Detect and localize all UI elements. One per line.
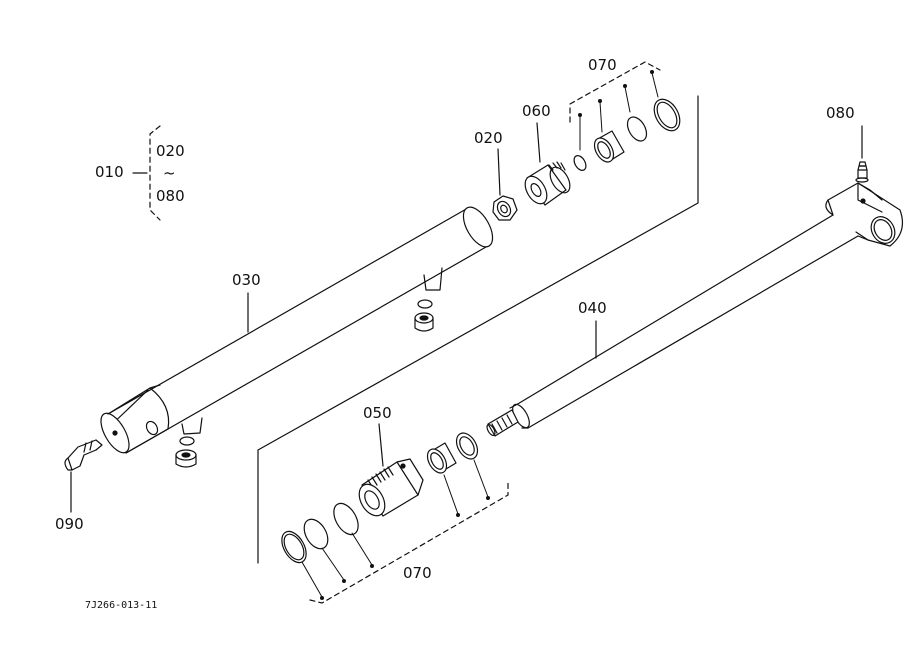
- label-050: 050: [363, 404, 392, 422]
- seal-kit-top-leaders: [579, 72, 659, 151]
- piston: [524, 161, 571, 206]
- rod-guide: [358, 458, 424, 517]
- port-plug-top: [414, 312, 434, 332]
- seal-kit-bottom-leaders: [301, 459, 489, 598]
- seal-kit-bottom: [281, 432, 479, 564]
- seal-kit-top-bracket: [569, 61, 661, 123]
- label-040: 040: [578, 299, 607, 317]
- port-plug-bottom: [175, 449, 197, 468]
- label-080: 080: [826, 104, 855, 122]
- seal-kit-top: [573, 98, 681, 171]
- grease-nipple: [855, 161, 869, 183]
- leader-020: [497, 148, 501, 196]
- label-060: 060: [522, 102, 551, 120]
- leader-060: [536, 122, 541, 163]
- nut: [492, 195, 518, 221]
- seal-kit-top-dots: [578, 70, 654, 117]
- label-070-bottom: 070: [403, 564, 432, 582]
- cylinder-tube: [100, 206, 494, 454]
- port-o-ring-bottom: [179, 436, 195, 446]
- port-o-ring-top: [417, 299, 433, 309]
- label-range-end: 080: [156, 187, 185, 205]
- label-090: 090: [55, 515, 84, 533]
- label-range-start: 020: [156, 142, 185, 160]
- piston-rod: [486, 182, 903, 437]
- leader-050: [378, 423, 384, 467]
- elbow-fitting: [64, 439, 103, 471]
- assembly-frame: [257, 95, 699, 564]
- label-020: 020: [474, 129, 503, 147]
- seal-kit-bottom-dots: [320, 496, 490, 600]
- label-010: 010: [95, 163, 124, 181]
- seal-kit-bottom-bracket: [309, 481, 509, 604]
- label-030: 030: [232, 271, 261, 289]
- drawing-code: 7J266-013-11: [85, 600, 158, 611]
- assembly-bracket: [149, 125, 161, 221]
- label-070-top: 070: [588, 56, 617, 74]
- label-range-tilde: ~: [163, 164, 176, 182]
